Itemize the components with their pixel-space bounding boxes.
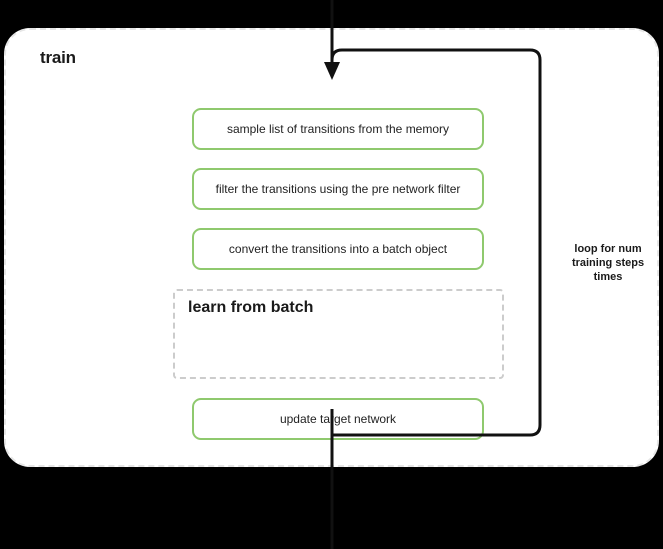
loop-annotation-label: loop for num training steps times xyxy=(550,242,663,284)
page-title: train xyxy=(40,48,76,67)
step-label: sample list of transitions from the memo… xyxy=(226,121,450,136)
step-label: update target network xyxy=(279,411,397,426)
train-container: train sample list of transitions from th… xyxy=(4,28,659,467)
step-update-target-network[interactable]: update target network xyxy=(192,398,484,440)
step-label: convert the transitions into a batch obj… xyxy=(228,241,448,256)
step-convert-to-batch[interactable]: convert the transitions into a batch obj… xyxy=(192,228,484,270)
subblock-title: learn from batch xyxy=(188,299,314,316)
step-filter-transitions[interactable]: filter the transitions using the pre net… xyxy=(192,168,484,210)
loop-label-line-3: times xyxy=(593,271,623,284)
step-label: filter the transitions using the pre net… xyxy=(215,181,461,196)
loop-label-line-2: training steps xyxy=(571,257,645,270)
step-sample-transitions[interactable]: sample list of transitions from the memo… xyxy=(192,108,484,150)
loop-label-line-1: loop for num xyxy=(574,243,642,255)
subblock-learn-from-batch[interactable]: learn from batch xyxy=(173,289,504,379)
